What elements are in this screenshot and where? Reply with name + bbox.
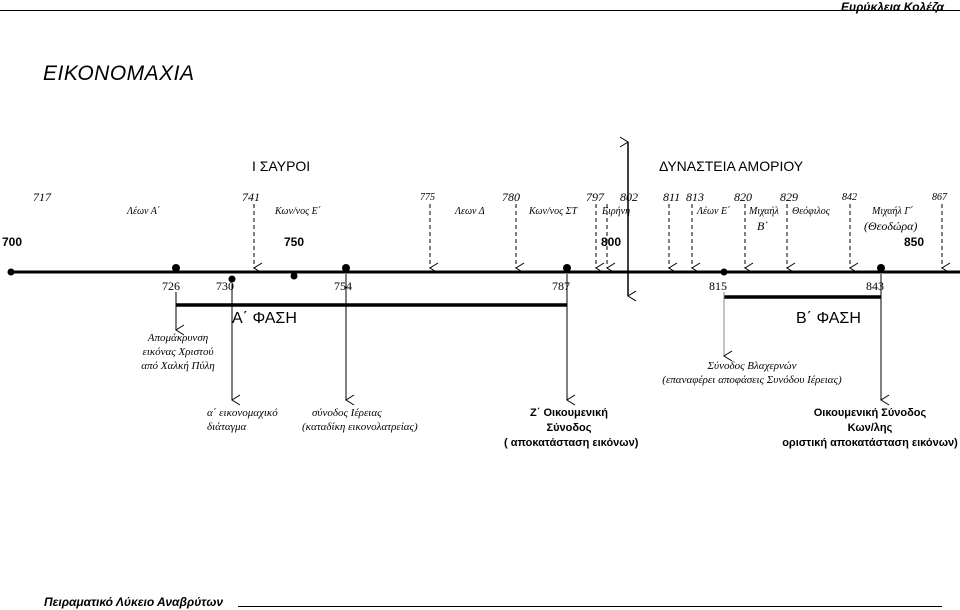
event-seventh-line-1: Ζ΄ Οικουμενική [530,407,608,419]
event-constantinople-synod: Οικουμενική Σύνοδος Κων/λης οριστική απο… [780,406,960,451]
emperor-michael-3: Μιχαήλ Γ΄ [872,206,914,217]
year-726: 726 [162,279,180,293]
axis-dot-787 [563,264,571,272]
emperor-michael-2-numeral: Β΄ [757,219,769,233]
event-seventh-line-2: Σύνοδος [546,422,592,434]
year-787: 787 [552,279,570,293]
axis-dot-843 [877,264,885,272]
event-blachernae-line-1: Σύνοδος Βλαχερνών [707,360,797,372]
scale-mark-750: 750 [284,235,305,249]
emperor-theophilos: Θεόφιλος [792,206,830,217]
year-811: 811 [663,190,681,204]
year-820: 820 [734,190,752,204]
scale-mark-850: 850 [904,235,925,249]
emperor-konstantinos-6: Κων/νος ΣΤ [529,206,578,217]
event-hieria-line-1: σύνοδος Ιέρειας [312,407,382,419]
year-867: 867 [932,192,947,203]
emperor-leo-4: Λεων Δ [455,206,485,217]
emperor-leo-3: Λέων Α΄ [127,206,161,217]
dynasty-amorian-label: ΔΥΝΑΣΤΕΙΑ ΑΜΟΡΙΟΥ [659,158,804,174]
dynasty-isaurian-label: Ι ΣΑΥΡΟΙ [252,158,311,174]
event-decree-line-1: α΄ εικονομαχικό [207,407,278,419]
year-730: 730 [216,279,234,293]
empress-irene: Ειρήνη [602,206,631,217]
event-removal-line-1: Απομάκρυνση [147,332,209,344]
year-780: 780 [502,190,520,204]
page-title: ΕΙΚΟΝΟΜΑΧΙΑ [43,62,195,85]
scale-mark-700: 700 [2,235,23,249]
year-842: 842 [842,192,857,203]
phase-first-label: Α΄ ΦΑΣΗ [232,310,297,327]
year-741: 741 [242,190,260,204]
axis-dot-726 [172,264,180,272]
event-hieria-line-2: (καταδίκη εικονολατρείας) [302,421,418,433]
event-cp-line-3: οριστική αποκατάσταση εικόνων) [782,437,958,449]
year-815: 815 [709,279,727,293]
year-775: 775 [420,192,435,203]
axis-dot-750 [290,272,298,280]
event-decree-line-2: διάταγμα [207,421,247,433]
scale-mark-800: 800 [601,235,622,249]
axis-dot-700 [7,268,15,276]
year-754: 754 [334,279,352,293]
event-hieria-synod: σύνοδος Ιέρειας (καταδίκη εικονολατρείας… [302,406,418,434]
event-cp-line-1: Οικουμενική Σύνοδος [813,407,927,419]
emperor-konstantinos-5: Κων/νος Ε΄ [275,206,322,217]
event-seventh-line-3: ( αποκατάσταση εικόνων) [504,437,639,449]
axis-dot-815 [720,268,728,276]
event-cp-line-2: Κων/λης [847,422,893,434]
header-rule [0,10,960,11]
axis-dot-754 [342,264,350,272]
emperor-leo-5: Λέων Ε΄ [697,206,731,217]
event-seventh-ecumenical-council: Ζ΄ Οικουμενική Σύνοδος ( αποκατάσταση ει… [504,406,639,451]
footer-rule [238,606,942,607]
empress-theodora: (Θεοδώρα) [864,219,918,233]
year-797: 797 [586,190,604,204]
phase-second-label: Β΄ ΦΑΣΗ [796,310,861,327]
year-829: 829 [780,190,798,204]
event-blachernae-line-2: (επαναφέρει αποφάσεις Συνόδου Ιέρειας) [662,374,842,386]
year-813: 813 [686,190,704,204]
event-blachernae-synod: Σύνοδος Βλαχερνών (επαναφέρει αποφάσεις … [652,359,852,387]
year-802: 802 [620,190,638,204]
emperor-michael-2: Μιχαήλ [749,206,779,217]
year-717: 717 [33,190,51,204]
event-removal-line-3: από Χαλκή Πύλη [141,360,215,372]
event-removal-of-christ-icon: Απομάκρυνση εικόνας Χριστού από Χαλκή Πύ… [128,331,228,373]
year-843: 843 [866,279,884,293]
event-removal-line-2: εικόνας Χριστού [142,346,214,358]
footer-school: Πειραματικό Λύκειο Αναβρύτων [44,595,224,609]
event-first-iconoclast-decree: α΄ εικονομαχικό διάταγμα [207,406,278,434]
axis-dot-730 [228,275,236,283]
